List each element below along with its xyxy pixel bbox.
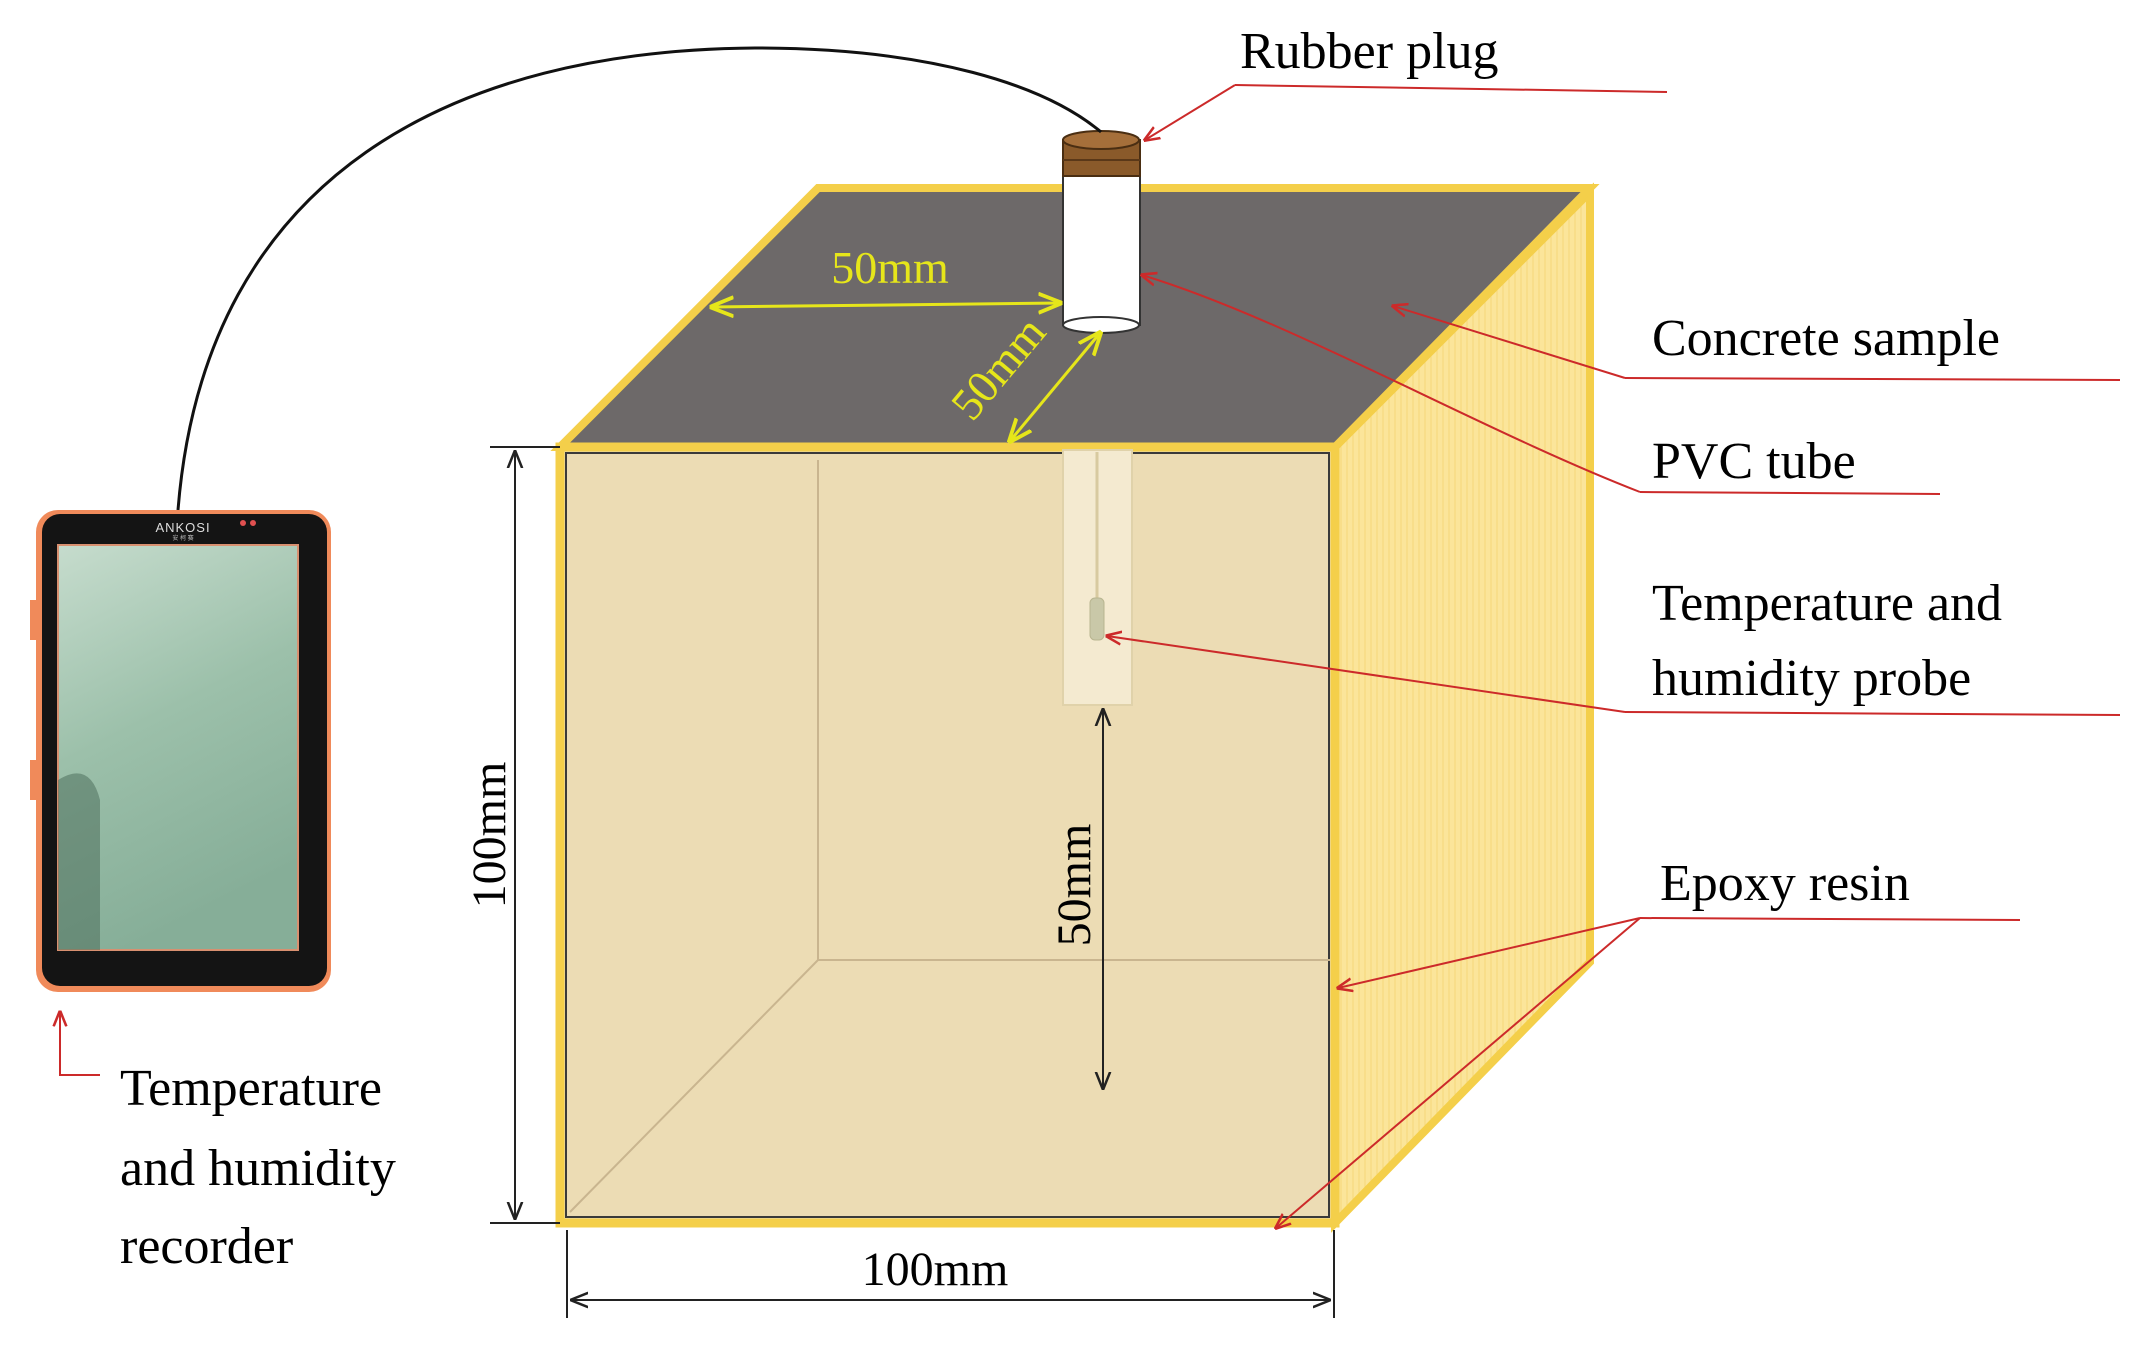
recorder-cable (176, 46, 1102, 511)
concrete-cube (550, 182, 1600, 1233)
probe-underline (1624, 711, 2121, 716)
cube-hidden-edges (569, 460, 1330, 1213)
recorder-screen-shadow (58, 773, 100, 950)
top-depth-arrow (1010, 333, 1100, 441)
epoxy-resin-leader-1 (1338, 917, 1641, 988)
top-width-arrow (712, 303, 1060, 307)
pvc-tube-bottom (1062, 316, 1140, 334)
labels: Rubber plug Concrete sample PVC tube Tem… (120, 23, 2002, 1275)
probe-label-line2: humidity probe (1652, 650, 1971, 707)
rubber-plug-underline (1234, 84, 1668, 93)
recorder-device: ANKOSI 安 柯 赛 (30, 510, 331, 992)
recorder-side-button-2 (30, 760, 36, 800)
probe-label-line1: Temperature and (1652, 575, 2002, 632)
pvc-tube (1062, 174, 1141, 326)
epoxy-resin-underline (1639, 917, 2021, 921)
recorder-label-line2: and humidity (120, 1140, 396, 1197)
recorder-brand: ANKOSI (155, 520, 210, 535)
probe-sensor (1089, 597, 1105, 641)
recorder-leader (60, 1012, 100, 1076)
epoxy-resin-label: Epoxy resin (1660, 855, 1910, 912)
pvc-tube-assembly (1062, 130, 1141, 334)
width-dimension: 100mm (566, 1230, 1335, 1318)
rubber-plug-leader (1145, 84, 1236, 140)
recorder-side-button-1 (30, 600, 36, 640)
cube-front-face (555, 442, 1340, 1228)
probe-depth-dimension: 50mm (1048, 710, 1103, 1088)
recorder-label-line1: Temperature (120, 1060, 382, 1117)
recorder-led-2 (250, 520, 256, 526)
recorder-label-line3: recorder (120, 1218, 293, 1275)
recorder-led-1 (240, 520, 246, 526)
concrete-sample-leader (1393, 306, 1626, 379)
height-label: 100mm (463, 762, 516, 909)
leader-lines (1107, 84, 2121, 1228)
pvc-tube-label: PVC tube (1652, 433, 1856, 490)
probe-leader (1107, 636, 1626, 713)
recorder-sub-brand: 安 柯 赛 (172, 534, 193, 542)
height-dimension: 100mm (463, 446, 560, 1224)
top-width-label: 50mm (831, 242, 949, 293)
concrete-sample-label: Concrete sample (1652, 310, 2000, 367)
epoxy-resin-leader-2 (1276, 917, 1641, 1228)
probe-depth-label: 50mm (1048, 824, 1101, 947)
concrete-sample-underline (1624, 377, 2121, 381)
probe-assembly (1062, 449, 1133, 706)
pvc-tube-underline (1639, 491, 1941, 495)
rubber-plug-label: Rubber plug (1240, 23, 1499, 80)
cube-front-outline (565, 452, 1330, 1218)
pvc-tube-leader (1142, 275, 1641, 493)
width-label: 100mm (862, 1243, 1009, 1296)
rubber-plug-top (1062, 130, 1140, 150)
